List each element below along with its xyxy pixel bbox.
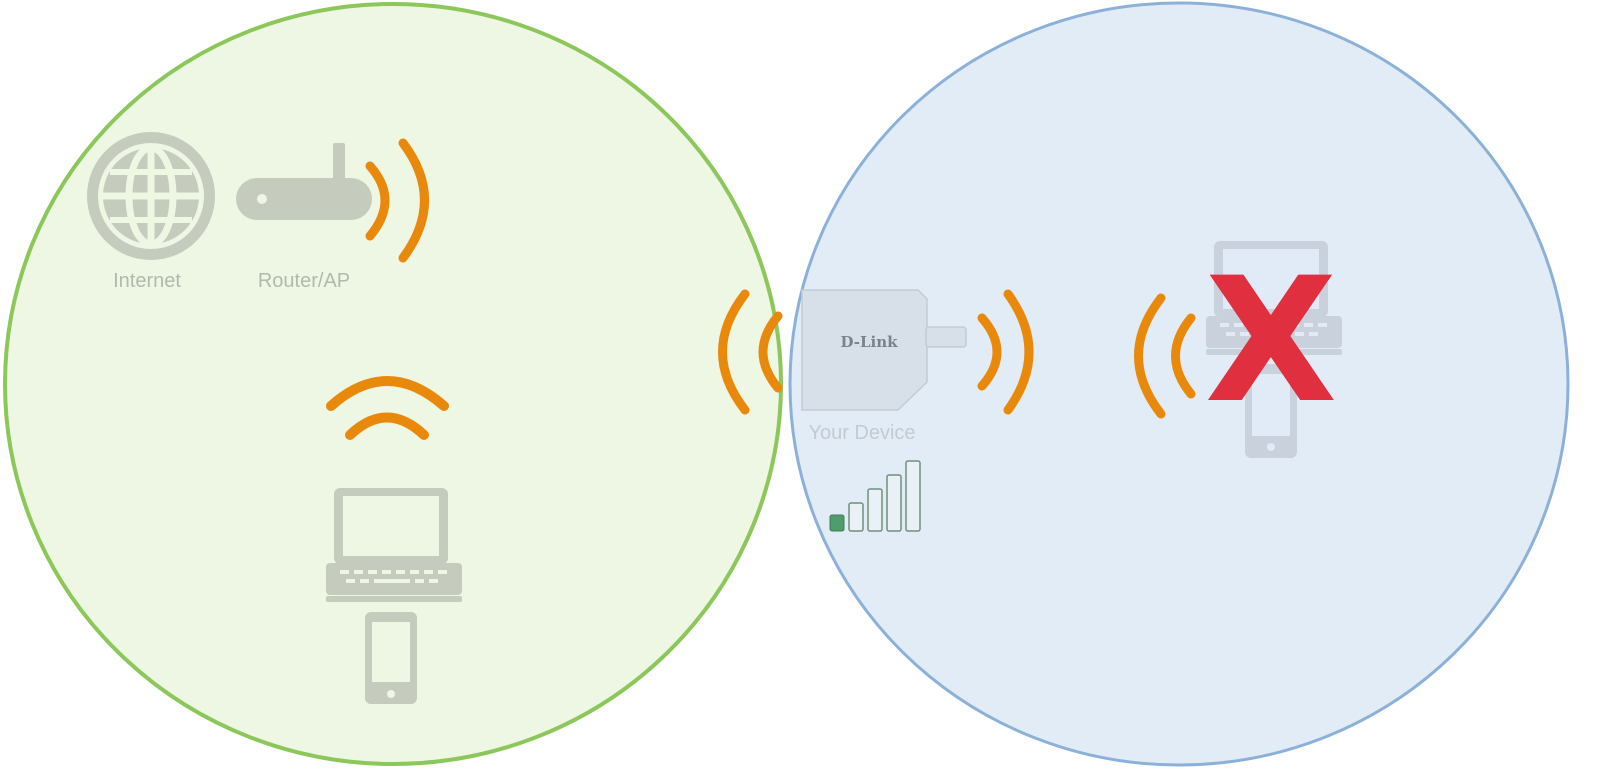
brand-logo: D-Link <box>840 333 898 351</box>
device-label: Your Device <box>808 422 915 444</box>
remote-client-waves <box>1134 293 1196 419</box>
router-label: Router/AP <box>258 270 350 292</box>
extender-incoming-waves <box>718 289 783 415</box>
internet-label: Internet <box>113 270 181 292</box>
smartphone-icon <box>365 612 417 704</box>
router-icon <box>236 143 372 220</box>
x-mark-icon: X <box>1205 240 1338 441</box>
laptop-icon <box>326 488 462 602</box>
router-signal-waves <box>365 138 429 263</box>
extender-outgoing-waves <box>977 289 1034 415</box>
remote-laptop-icon <box>1206 241 1342 355</box>
globe-icon <box>87 132 215 260</box>
range-extender-icon: D-Link <box>801 289 967 411</box>
signal-bars-icon <box>829 460 921 532</box>
client-signal-waves <box>326 376 449 440</box>
remote-smartphone-icon <box>1245 364 1297 458</box>
